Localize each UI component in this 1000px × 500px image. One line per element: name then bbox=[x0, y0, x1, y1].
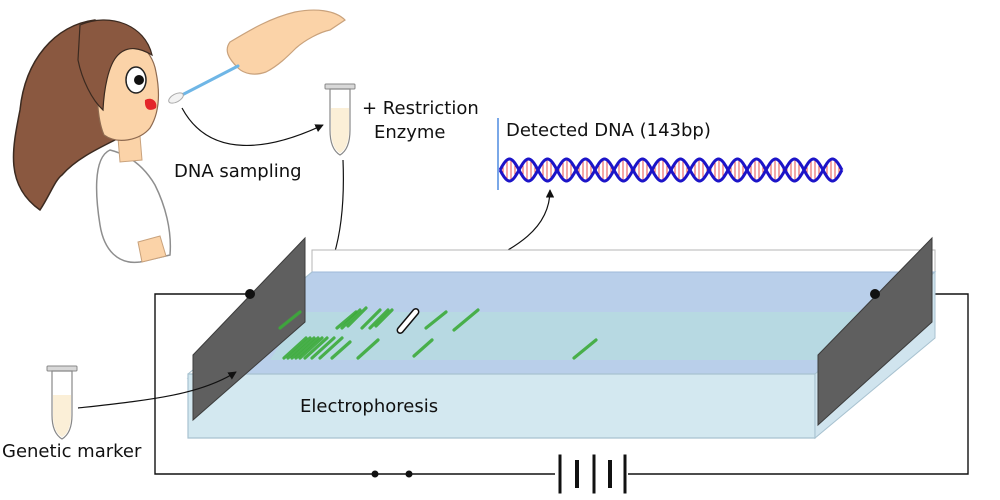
selected-band-highlight bbox=[396, 308, 420, 334]
arrow-marker-to-gel bbox=[77, 371, 237, 409]
dna-helix bbox=[498, 157, 844, 183]
girl-pupil bbox=[134, 75, 144, 85]
gel-bands bbox=[278, 306, 598, 360]
detected-dna-label: Detected DNA (143bp) bbox=[506, 120, 711, 141]
tray-front-wall bbox=[187, 373, 816, 439]
hand bbox=[226, 9, 346, 75]
genetic-marker-tube bbox=[46, 365, 78, 440]
girl-hair-fringe bbox=[77, 19, 153, 112]
sample-tube bbox=[324, 83, 356, 156]
gel-band bbox=[452, 308, 480, 332]
gel-band bbox=[310, 336, 336, 360]
gel-band bbox=[330, 340, 352, 360]
dna-sampling-label: DNA sampling bbox=[174, 161, 302, 182]
restriction-enzyme-label-line2: Enzyme bbox=[374, 122, 446, 143]
swab-stick bbox=[178, 64, 240, 98]
gel-band bbox=[318, 336, 344, 360]
gel-band bbox=[294, 336, 320, 360]
dna-strand bbox=[498, 157, 844, 183]
hand-with-swab bbox=[168, 9, 346, 104]
left-electrode-terminal bbox=[245, 289, 255, 299]
battery-icon bbox=[558, 454, 627, 494]
gel-band bbox=[278, 310, 302, 330]
gel-band bbox=[298, 336, 324, 360]
girl-hand bbox=[137, 235, 167, 263]
gel-band bbox=[282, 336, 308, 360]
girl-lips bbox=[144, 98, 157, 110]
gel-band bbox=[303, 336, 329, 360]
gel-band bbox=[412, 338, 434, 358]
arrow-swab-to-tube bbox=[181, 107, 324, 146]
gel-band bbox=[286, 336, 312, 360]
gel-band bbox=[290, 336, 316, 360]
gel-band bbox=[424, 310, 448, 330]
gel-band bbox=[340, 308, 362, 330]
restriction-enzyme-label-line1: + Restriction bbox=[362, 98, 479, 119]
electrophoresis-label: Electrophoresis bbox=[300, 396, 438, 417]
girl-illustration bbox=[12, 19, 172, 264]
left-electrode bbox=[192, 236, 306, 422]
right-electrode bbox=[817, 236, 933, 427]
gel-band bbox=[356, 338, 380, 360]
gel-band bbox=[374, 308, 394, 328]
genetic-marker-label: Genetic marker bbox=[2, 441, 142, 462]
wire-junction bbox=[371, 470, 379, 478]
gel-band bbox=[368, 308, 390, 330]
gel-band bbox=[335, 310, 358, 330]
gel-band bbox=[572, 338, 598, 360]
wire-junction bbox=[405, 470, 413, 478]
gel-band bbox=[360, 308, 382, 330]
gel-band bbox=[346, 306, 368, 328]
swab-tip-icon bbox=[168, 92, 184, 104]
right-electrode-terminal bbox=[870, 289, 880, 299]
girl-shirt bbox=[95, 149, 172, 264]
